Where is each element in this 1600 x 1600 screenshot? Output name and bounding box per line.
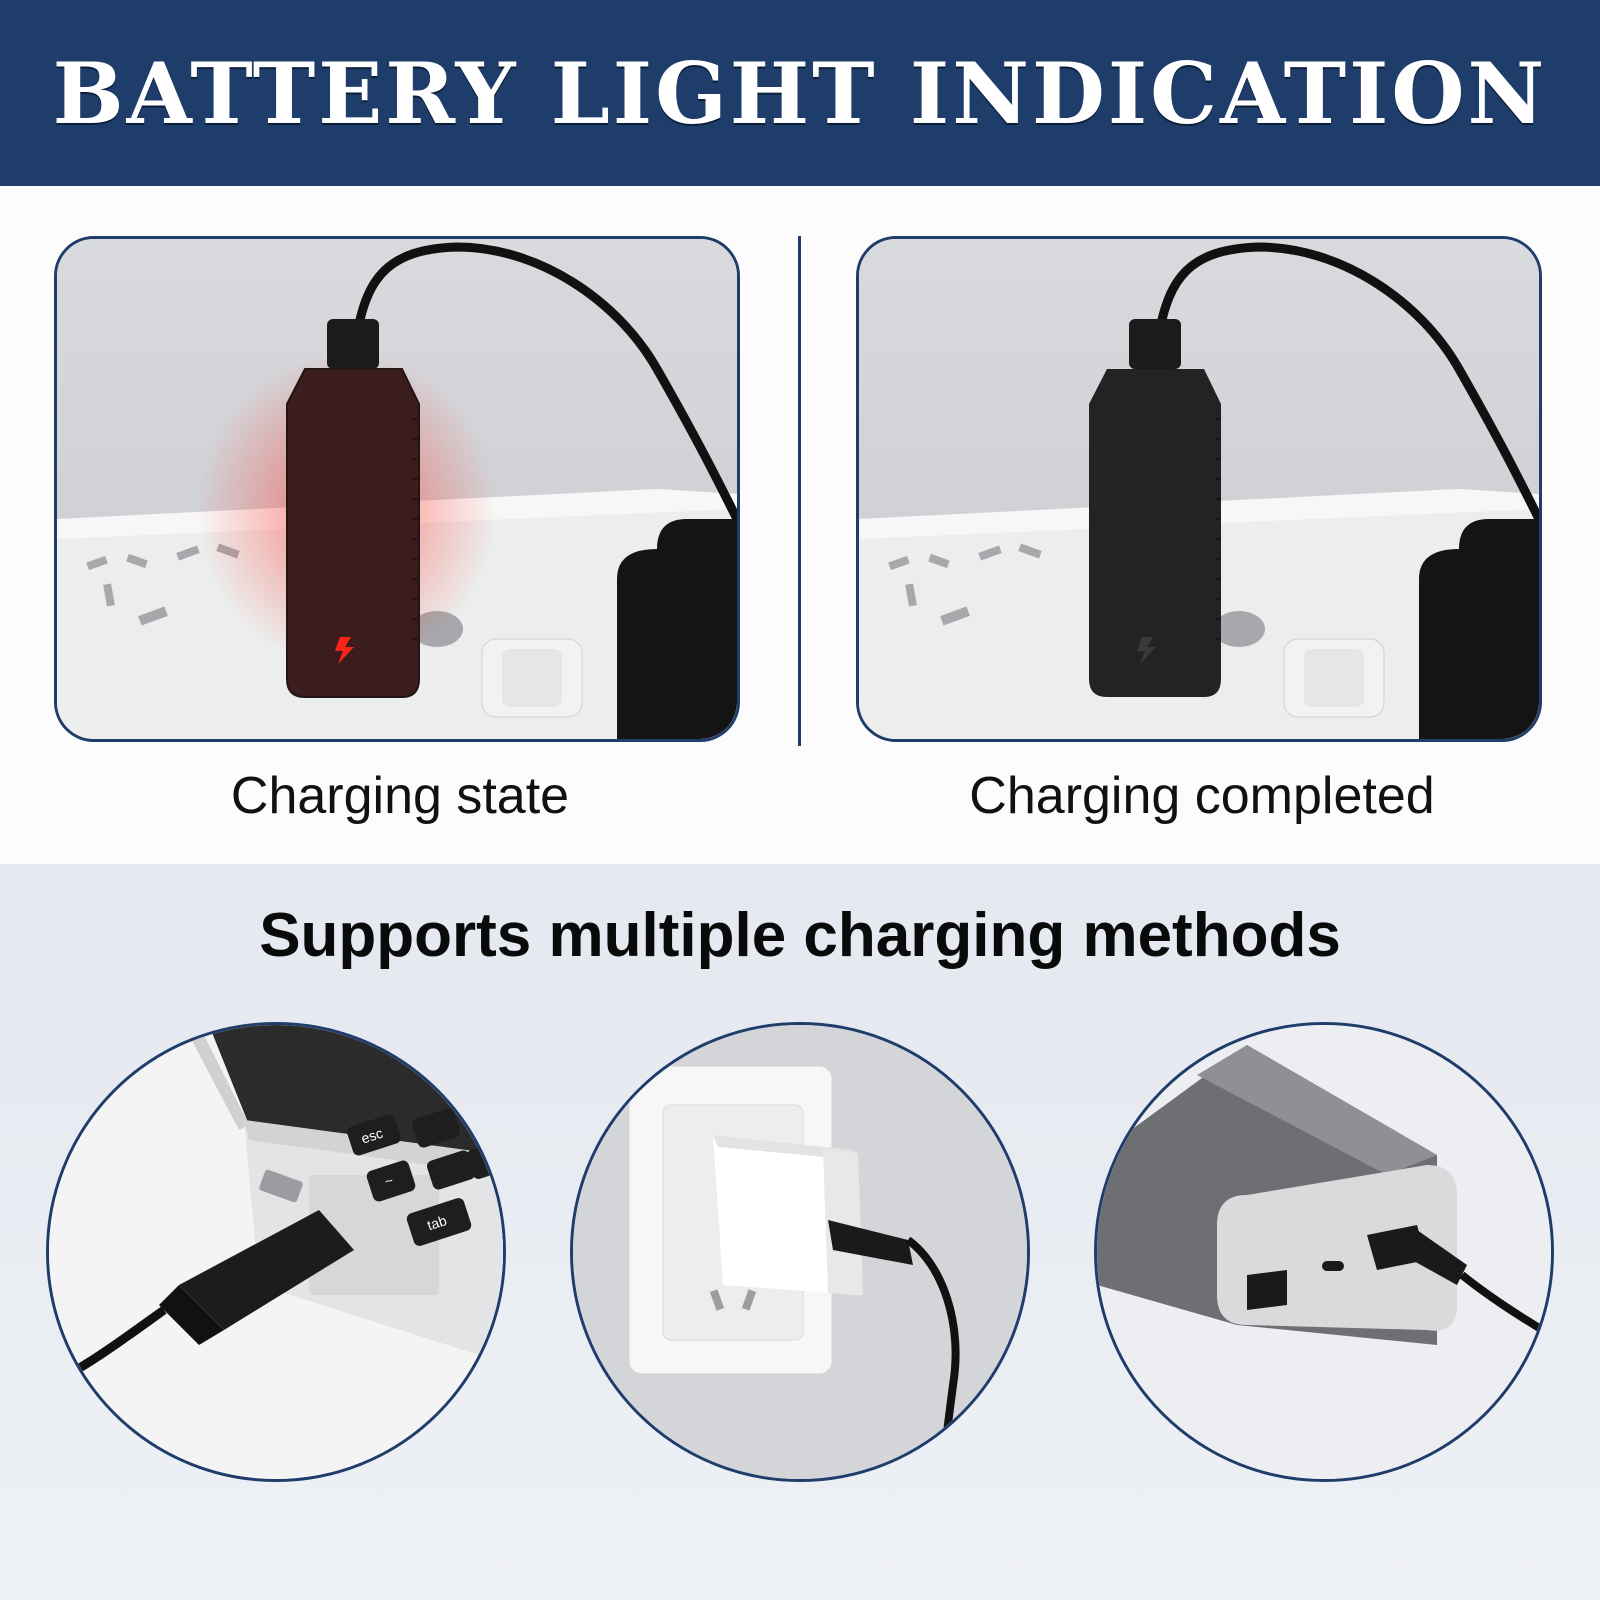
charging-completed-caption: Charging completed	[969, 767, 1435, 825]
laptop-charging-photo: esc ~ tab	[46, 1022, 506, 1482]
wall-adapter-photo	[570, 1022, 1030, 1482]
charging-state-photo	[54, 236, 740, 742]
divider	[798, 236, 801, 746]
esc-key-label: esc	[359, 1125, 385, 1147]
page-title: BATTERY LIGHT INDICATION	[52, 43, 1548, 143]
header-banner: BATTERY LIGHT INDICATION	[0, 0, 1600, 186]
charging-completed-photo	[856, 236, 1542, 742]
charging-methods-section: Supports multiple charging methods esc ~	[0, 864, 1600, 1600]
power-bank-photo	[1094, 1022, 1554, 1482]
tab-key-label: tab	[425, 1212, 449, 1233]
charging-methods-heading: Supports multiple charging methods	[259, 901, 1341, 970]
charging-state-caption: Charging state	[230, 767, 570, 825]
light-indication-section: Charging state Charging completed	[0, 186, 1600, 864]
